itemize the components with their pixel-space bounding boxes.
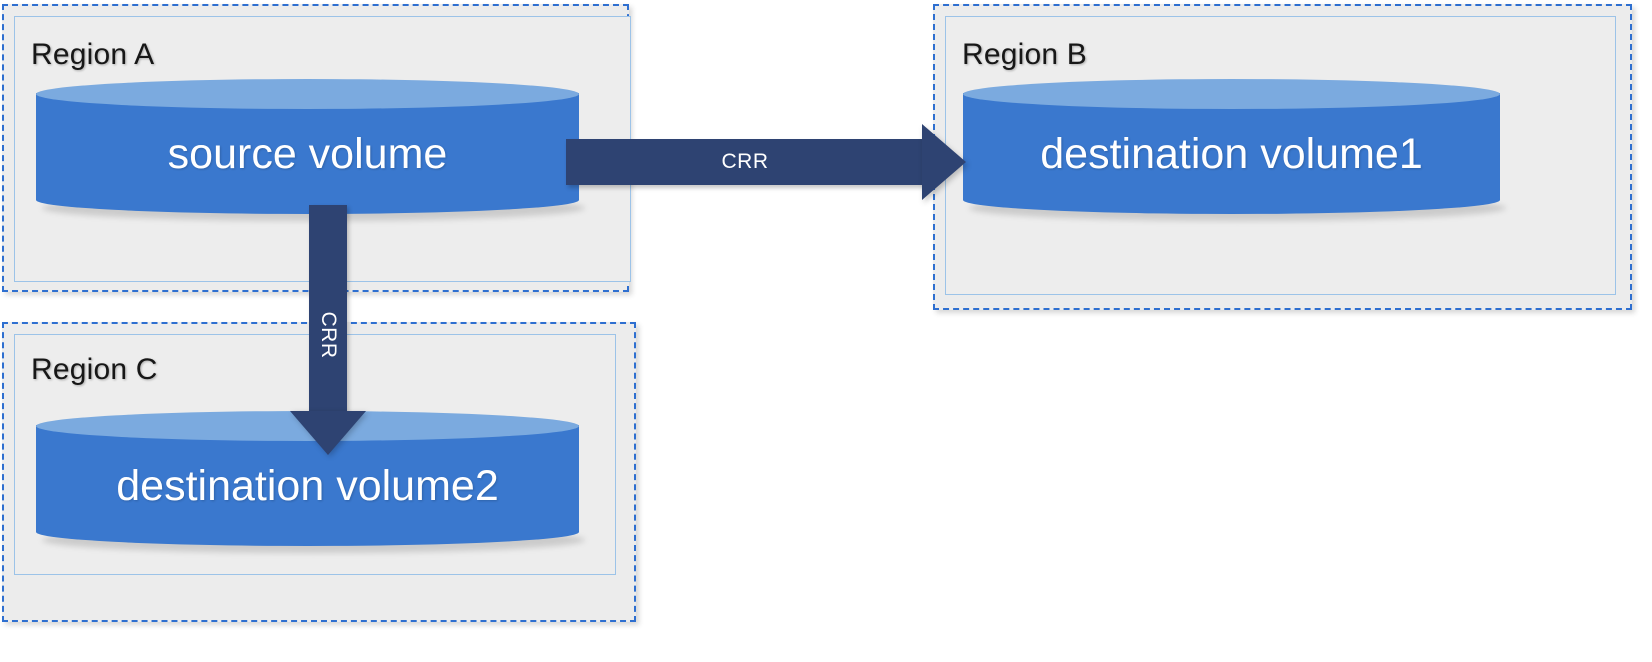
region-b-label: Region B bbox=[962, 38, 1088, 71]
region-c-label: Region C bbox=[31, 353, 158, 386]
cylinder-bottom-ellipse bbox=[963, 186, 1500, 214]
crr-label-vertical: CRR bbox=[317, 311, 340, 359]
destination-volume2-label: destination volume2 bbox=[116, 462, 499, 510]
destination-volume1-label: destination volume1 bbox=[1040, 130, 1423, 178]
cylinder-body bbox=[36, 93, 579, 200]
source-volume-label: source volume bbox=[167, 130, 448, 178]
cylinder-bottom-ellipse bbox=[36, 518, 579, 546]
arrow-head-icon bbox=[290, 411, 366, 455]
cylinder-top-ellipse bbox=[36, 79, 579, 109]
source-volume-cylinder[interactable]: source volume bbox=[36, 79, 585, 221]
region-a-label: Region A bbox=[31, 38, 155, 71]
arrow-head-icon bbox=[922, 124, 966, 200]
crr-label-horizontal: CRR bbox=[721, 150, 769, 173]
cylinder-body bbox=[963, 93, 1500, 200]
cylinder-top-ellipse bbox=[963, 79, 1500, 109]
destination-volume1-cylinder[interactable]: destination volume1 bbox=[963, 79, 1506, 221]
cylinder-bottom-ellipse bbox=[36, 186, 579, 214]
crr-arrow-a-to-c[interactable]: CRR bbox=[290, 205, 366, 457]
arrow-shaft bbox=[309, 205, 347, 413]
crr-arrow-a-to-b[interactable]: CRR bbox=[566, 124, 966, 200]
arrow-shaft bbox=[566, 139, 924, 185]
